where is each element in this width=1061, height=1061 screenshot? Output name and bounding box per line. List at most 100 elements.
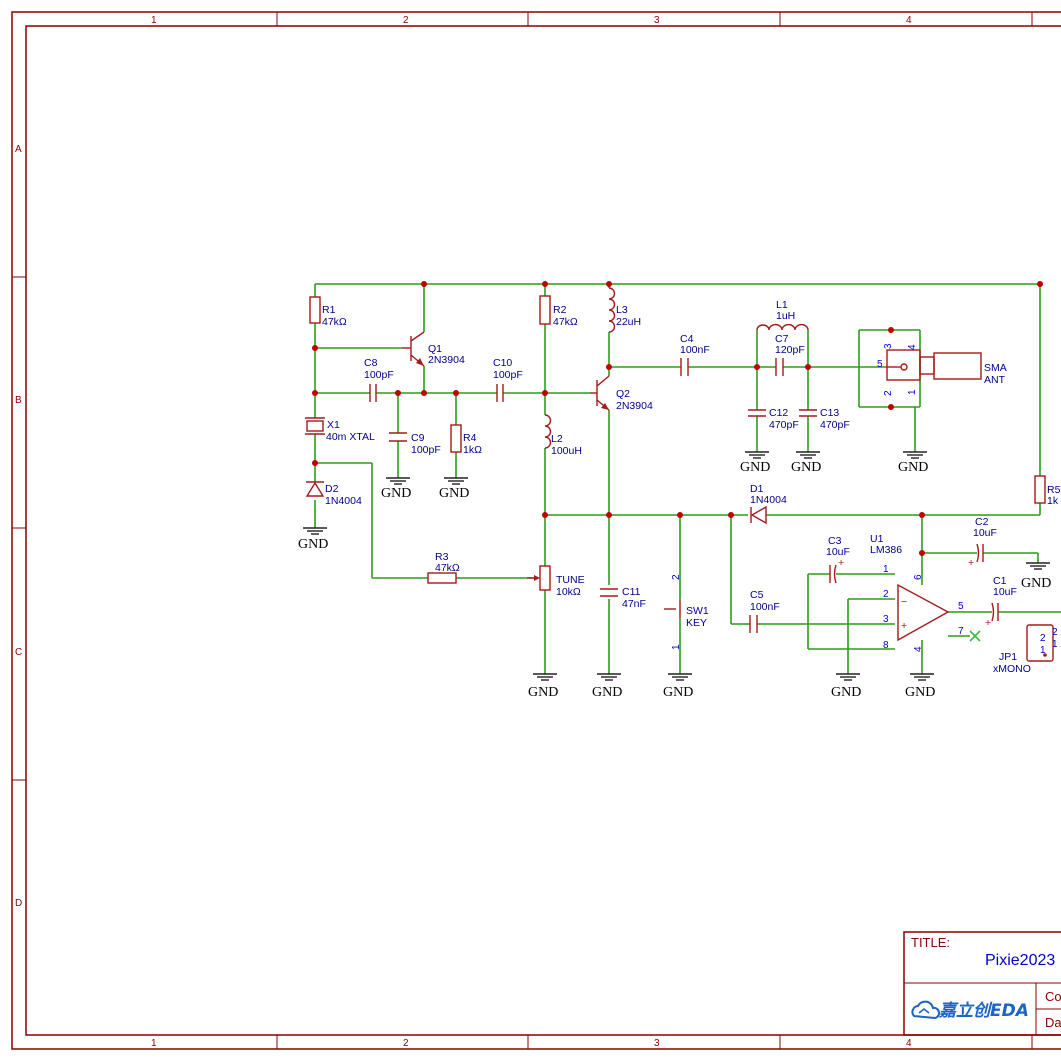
diode-d2[interactable]: D2 1N4004: [305, 481, 362, 507]
capacitor-c9[interactable]: C9 100pF: [389, 432, 441, 456]
c9-value: 100pF: [411, 444, 441, 456]
gnd-c2: GND: [1021, 562, 1051, 591]
c3-ref: C3: [828, 535, 842, 547]
ground-symbols: GND GND GND GND GND GND GND GND: [298, 451, 1051, 700]
resistor-r1[interactable]: R1 47kΩ: [309, 296, 347, 328]
gnd-label-c2: GND: [1021, 576, 1051, 591]
company-label: Co: [1045, 989, 1061, 1004]
sheet-frame: 1 2 3 4 1 2 3 4 A B C D: [11, 11, 1061, 1050]
gnd-label-c9: GND: [381, 486, 411, 501]
l2-ref: L2: [551, 433, 563, 445]
inductor-l1[interactable]: L1 1uH: [756, 299, 809, 331]
c9-ref: C9: [411, 432, 425, 444]
jp1-value: xMONO: [993, 663, 1031, 675]
gnd-label-d2: GND: [298, 537, 328, 552]
opamp-u1[interactable]: − + 1 2 3 8 6 5 7 4 U1 LM386: [870, 533, 981, 652]
capacitor-c12[interactable]: C12 470pF: [748, 407, 799, 431]
u1-minus: −: [901, 596, 907, 608]
title-value: Pixie2023: [985, 952, 1055, 969]
jp1-ref: JP1: [999, 651, 1017, 663]
gnd-label-tune: GND: [528, 685, 558, 700]
q2-ref: Q2: [616, 388, 630, 400]
gnd-c9: GND: [381, 477, 411, 501]
c2-plus: +: [968, 557, 974, 569]
sma-pin-1: 1: [907, 389, 918, 395]
d2-value: 1N4004: [325, 495, 362, 507]
c4-ref: C4: [680, 333, 694, 345]
u1-pin-1: 1: [883, 564, 889, 575]
inductor-l2[interactable]: L2 100uH: [544, 414, 582, 457]
gnd-label-c11: GND: [592, 685, 622, 700]
c12-value: 470pF: [769, 419, 799, 431]
capacitor-c2[interactable]: + C2 10uF: [968, 516, 997, 569]
jumper-jp1[interactable]: 2 1 2 1 JP1 xMONO: [993, 624, 1058, 675]
resistor-r5[interactable]: R5 1k: [1034, 475, 1061, 507]
capacitor-c1[interactable]: + C1 10uF: [985, 575, 1017, 629]
inductor-l3[interactable]: L3 22uH: [608, 287, 641, 333]
sma-value: ANT: [984, 374, 1006, 386]
c8-value: 100pF: [364, 369, 394, 381]
resistor-r3[interactable]: R3 47kΩ: [427, 551, 460, 584]
tune-value: 10kΩ: [556, 586, 581, 598]
sma-ref: SMA: [984, 362, 1007, 374]
resistor-r2[interactable]: R2 47kΩ: [539, 295, 578, 328]
col-label-1-bottom: 1: [151, 1038, 157, 1049]
c2-value: 10uF: [973, 527, 997, 539]
l2-value: 100uH: [551, 445, 582, 457]
c11-ref: C11: [622, 586, 641, 598]
capacitor-c4[interactable]: C4 100nF: [680, 333, 710, 376]
d1-value: 1N4004: [750, 494, 787, 506]
c13-value: 470pF: [820, 419, 850, 431]
gnd-label-u1-pin2: GND: [831, 685, 861, 700]
sw1-value: KEY: [686, 617, 707, 629]
capacitor-c3[interactable]: + C3 10uF: [826, 535, 850, 584]
u1-ref: U1: [870, 533, 884, 545]
r1-value: 47kΩ: [322, 316, 347, 328]
gnd-c11: GND: [592, 673, 622, 700]
cloud-logo-icon: [911, 1000, 941, 1020]
capacitor-c7[interactable]: C7 120pF: [775, 333, 805, 376]
c8-ref: C8: [364, 357, 378, 369]
c7-value: 120pF: [775, 344, 805, 356]
c11-value: 47nF: [622, 598, 646, 610]
capacitor-c8[interactable]: C8 100pF: [364, 357, 394, 402]
u1-plus: +: [901, 620, 907, 632]
col-label-1-top: 1: [151, 15, 157, 26]
q2-value: 2N3904: [616, 400, 653, 412]
jp1-pin-2a: 2: [1040, 633, 1046, 644]
gnd-c12: GND: [740, 451, 770, 475]
switch-sw1[interactable]: 2 1 SW1 KEY: [664, 574, 709, 650]
sma-connector[interactable]: 3 4 5 2 1 SMA ANT: [877, 343, 1007, 396]
c10-ref: C10: [493, 357, 512, 369]
crystal-x1[interactable]: X1 40m XTAL: [305, 417, 375, 443]
c3-plus: +: [838, 557, 844, 569]
transistor-q2[interactable]: Q2 2N3904: [590, 375, 653, 412]
capacitor-c5[interactable]: C5 100nF: [749, 589, 780, 633]
u1-pin-5: 5: [958, 601, 964, 612]
potentiometer-tune[interactable]: TUNE 10kΩ: [527, 565, 585, 598]
col-label-2-bottom: 2: [403, 1038, 409, 1049]
gnd-sma: GND: [898, 451, 928, 475]
col-label-4-bottom: 4: [906, 1038, 912, 1049]
diode-d1[interactable]: D1 1N4004: [750, 483, 787, 525]
tune-ref: TUNE: [556, 574, 585, 586]
wires: [314, 283, 1061, 674]
d2-ref: D2: [325, 483, 339, 495]
c5-ref: C5: [750, 589, 764, 601]
jp1-pin-2b: 2: [1052, 627, 1058, 638]
r2-value: 47kΩ: [553, 316, 578, 328]
col-label-4-top: 4: [906, 15, 912, 26]
capacitor-c13[interactable]: C13 470pF: [799, 407, 850, 431]
row-label-a: A: [15, 144, 22, 155]
r3-ref: R3: [435, 551, 449, 563]
capacitor-c10[interactable]: C10 100pF: [493, 357, 523, 402]
col-label-2-top: 2: [403, 15, 409, 26]
resistor-r4[interactable]: R4 1kΩ: [450, 424, 482, 456]
r1-ref: R1: [322, 304, 336, 316]
transistor-q1[interactable]: Q1 2N3904: [402, 331, 465, 367]
gnd-label-sw1: GND: [663, 685, 693, 700]
jp1-pin-1b: 1: [1052, 639, 1058, 650]
gnd-label-c12: GND: [740, 460, 770, 475]
capacitor-c11[interactable]: C11 47nF: [600, 586, 646, 610]
